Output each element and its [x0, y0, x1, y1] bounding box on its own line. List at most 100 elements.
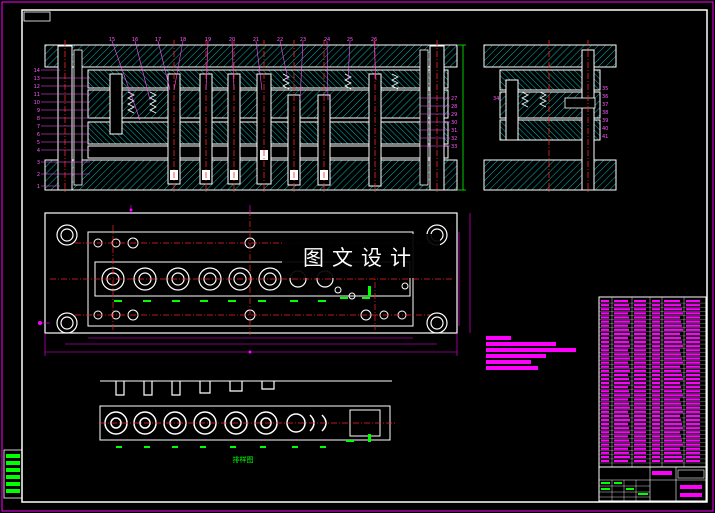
parts-cell-text	[686, 308, 700, 311]
parts-cell-text	[664, 332, 680, 335]
callout-5: 5	[37, 140, 40, 146]
parts-cell-text	[601, 447, 609, 450]
parts-cell-text	[664, 447, 680, 450]
parts-cell-text	[634, 304, 646, 307]
parts-cell-text	[614, 316, 629, 319]
parts-cell-text	[686, 365, 700, 368]
parts-cell-text	[634, 357, 646, 360]
callout-25: 25	[347, 37, 353, 43]
parts-cell-text	[634, 459, 646, 463]
strip-layout: 排样图	[99, 380, 395, 464]
parts-cell-text	[652, 394, 660, 397]
parts-cell-text	[652, 320, 660, 323]
parts-cell-text	[652, 423, 660, 426]
parts-cell-text	[664, 451, 681, 454]
parts-cell-text	[614, 320, 630, 323]
parts-cell-text	[634, 390, 646, 393]
strip-layout-label: 排样图	[233, 455, 254, 464]
parts-cell-text	[664, 423, 682, 426]
parts-cell-text	[686, 382, 700, 385]
parts-cell-text	[664, 300, 680, 303]
parts-cell-text	[686, 328, 700, 331]
parts-cell-text	[614, 336, 628, 340]
parts-cell-text	[634, 435, 646, 438]
parts-cell-text	[686, 398, 700, 401]
callout-35: 35	[602, 86, 608, 92]
parts-cell-text	[634, 443, 646, 446]
parts-cell-text	[652, 435, 660, 438]
parts-cell-text	[686, 423, 700, 426]
parts-cell-text	[664, 341, 682, 344]
parts-cell-text	[652, 308, 660, 311]
parts-cell-text	[614, 451, 629, 454]
parts-cell-text	[634, 394, 646, 397]
parts-cell-text	[634, 369, 646, 372]
parts-cell-text	[601, 427, 609, 430]
parts-cell-text	[634, 328, 646, 331]
parts-cell-text	[664, 345, 683, 348]
parts-cell-text	[652, 357, 660, 360]
parts-cell-text	[614, 373, 628, 376]
parts-cell-text	[634, 386, 646, 389]
callout-13: 13	[34, 76, 40, 82]
parts-cell-text	[614, 398, 628, 401]
callout-17: 17	[155, 37, 161, 43]
parts-cell-text	[614, 328, 629, 331]
parts-cell-text	[614, 324, 628, 327]
callout-12: 12	[34, 84, 40, 90]
parts-cell-text	[614, 455, 630, 458]
parts-cell-text	[614, 439, 629, 442]
parts-cell-text	[601, 365, 609, 368]
parts-cell-text	[686, 443, 700, 446]
parts-cell-text	[601, 410, 609, 413]
callout-10: 10	[34, 100, 40, 106]
parts-cell-text	[614, 402, 629, 405]
parts-cell-text	[664, 365, 680, 368]
parts-cell-text	[652, 414, 660, 417]
callout-9: 9	[37, 108, 40, 114]
parts-cell-text	[614, 361, 628, 364]
parts-cell-text	[664, 410, 683, 413]
parts-cell-text	[686, 345, 700, 348]
callout-18: 18	[180, 37, 186, 43]
parts-list-table	[598, 296, 707, 468]
parts-cell-text	[601, 443, 609, 446]
parts-cell-text	[686, 353, 700, 356]
parts-cell-text	[664, 328, 683, 331]
parts-cell-text	[652, 402, 660, 405]
parts-cell-text	[634, 320, 646, 323]
parts-cell-text	[664, 308, 682, 311]
parts-cell-text	[664, 443, 683, 446]
parts-cell-text	[652, 365, 660, 368]
parts-cell-text	[664, 377, 683, 381]
parts-cell-text	[601, 341, 609, 344]
callout-2: 2	[37, 172, 40, 178]
parts-cell-text	[614, 357, 630, 360]
parts-cell-text	[686, 386, 700, 389]
parts-cell-text	[601, 332, 609, 335]
parts-cell-text	[614, 341, 629, 344]
parts-cell-text	[614, 300, 628, 303]
parts-cell-text	[634, 377, 646, 381]
parts-cell-text	[601, 328, 609, 331]
parts-cell-text	[686, 455, 700, 458]
parts-cell-text	[664, 320, 681, 323]
parts-cell-text	[664, 459, 683, 463]
parts-cell-text	[664, 390, 682, 393]
parts-cell-text	[686, 394, 700, 397]
parts-cell-text	[614, 345, 630, 348]
parts-cell-text	[664, 336, 681, 340]
parts-cell-text	[601, 423, 609, 426]
parts-cell-text	[614, 394, 630, 397]
parts-cell-text	[601, 386, 609, 389]
parts-cell-text	[601, 435, 609, 438]
parts-cell-text	[664, 394, 683, 397]
parts-cell-text	[634, 431, 646, 434]
parts-cell-text	[664, 439, 682, 442]
parts-cell-text	[664, 349, 680, 352]
callout-4: 4	[37, 148, 40, 154]
parts-cell-text	[652, 406, 660, 409]
parts-cell-text	[601, 345, 609, 348]
parts-cell-text	[686, 435, 700, 438]
callout-19: 19	[205, 37, 211, 43]
